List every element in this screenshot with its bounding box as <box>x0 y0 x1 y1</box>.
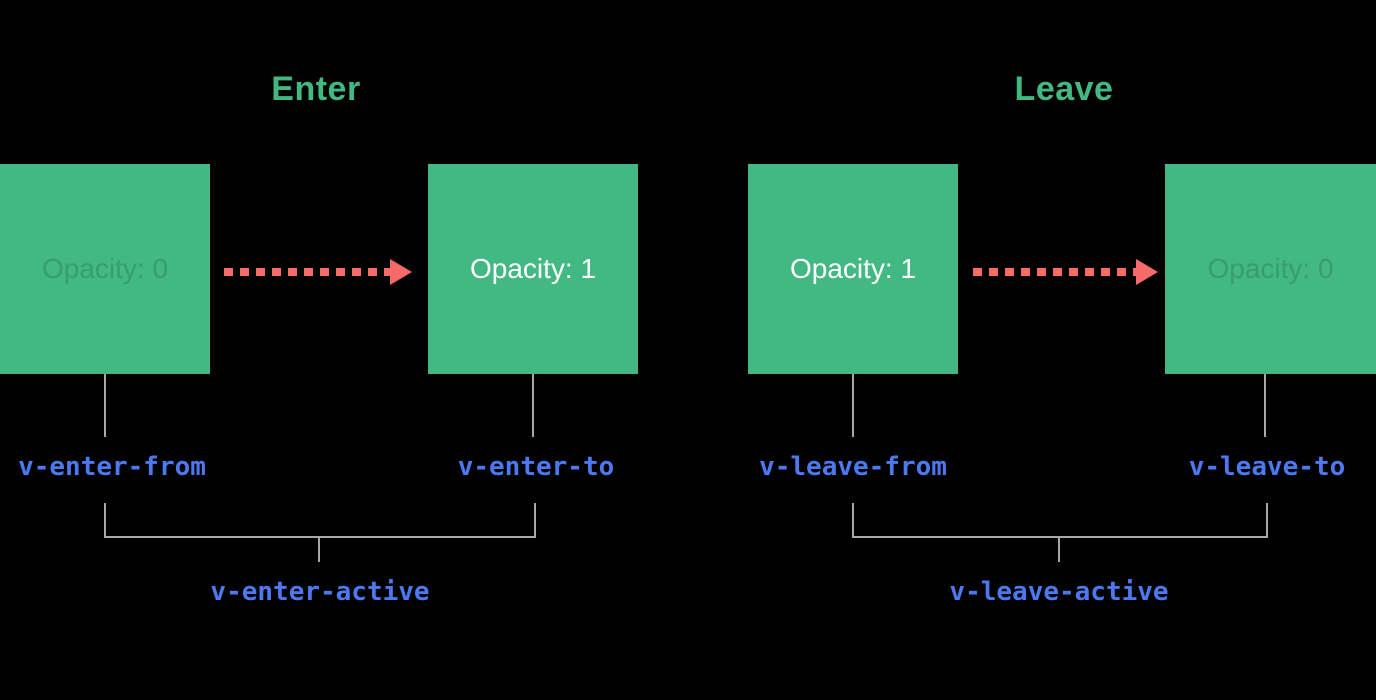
enter-transition-arrowhead-icon <box>390 259 412 285</box>
enter-active-bracket-stem <box>318 536 320 562</box>
enter-to-class-label: v-enter-to <box>457 452 615 482</box>
enter-transition-arrow-line <box>224 268 390 276</box>
enter-from-box: Opacity: 0 <box>0 164 210 374</box>
leave-section-heading: Leave <box>1014 70 1114 108</box>
leave-transition-arrow-line <box>973 268 1136 276</box>
enter-active-class-label: v-enter-active <box>210 577 430 607</box>
leave-to-box: Opacity: 0 <box>1165 164 1376 374</box>
enter-to-box-label: Opacity: 1 <box>469 253 597 284</box>
leave-active-class-label: v-leave-active <box>949 577 1169 607</box>
leave-from-class-label: v-leave-from <box>759 452 947 482</box>
leave-active-bracket <box>852 503 1268 538</box>
leave-active-bracket-stem <box>1058 536 1060 562</box>
enter-section-heading: Enter <box>271 70 361 108</box>
enter-active-bracket <box>104 503 536 538</box>
leave-to-class-label: v-leave-to <box>1188 452 1346 482</box>
enter-from-class-label: v-enter-from <box>18 452 206 482</box>
leave-transition-arrowhead-icon <box>1136 259 1158 285</box>
enter-from-box-label: Opacity: 0 <box>41 253 169 284</box>
leave-from-box-label: Opacity: 1 <box>789 253 917 284</box>
leave-to-box-label: Opacity: 0 <box>1207 253 1334 284</box>
leave-to-connector-line <box>1264 374 1266 437</box>
enter-from-connector-line <box>104 374 106 437</box>
enter-to-connector-line <box>532 374 534 437</box>
leave-from-connector-line <box>852 374 854 437</box>
enter-to-box: Opacity: 1 <box>428 164 638 374</box>
leave-from-box: Opacity: 1 <box>748 164 958 374</box>
